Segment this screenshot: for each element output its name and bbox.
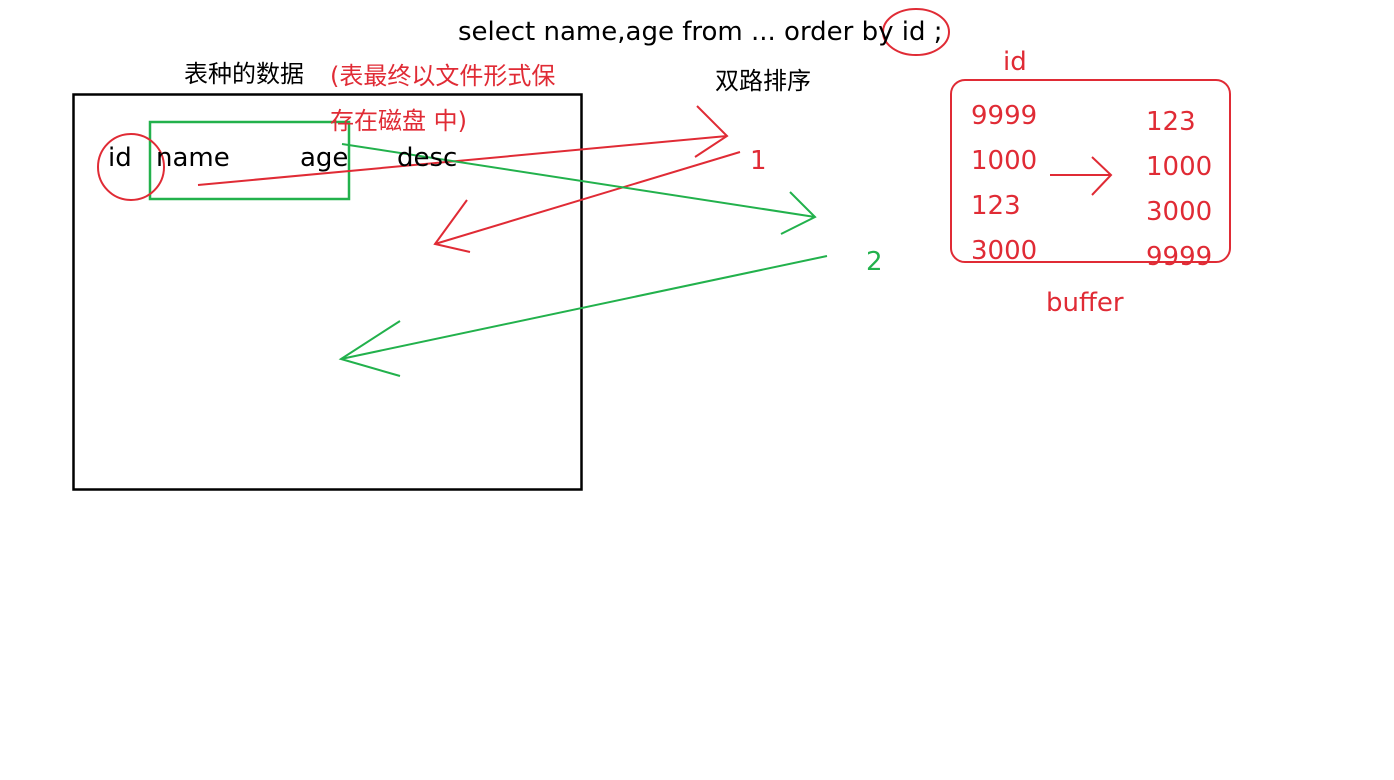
- id-column-circle: [97, 133, 165, 201]
- selected-columns-box: [148, 120, 351, 201]
- table-note-line-1: (表最终以文件形式保: [330, 62, 556, 90]
- buffer-unsorted-value: 3000: [971, 236, 1038, 266]
- buffer-sorted-value: 3000: [1146, 197, 1213, 227]
- buffer-sorted-value: 9999: [1146, 242, 1213, 272]
- column-age: age: [300, 143, 349, 173]
- pass-2-return-arrow: [338, 255, 828, 377]
- buffer-unsorted-value: 123: [971, 191, 1021, 221]
- buffer-box: [950, 79, 1231, 263]
- pass-1-label: 1: [750, 146, 767, 176]
- pass-1-return-arrow: [433, 151, 741, 253]
- buffer-unsorted-value: 9999: [971, 101, 1038, 131]
- buffer-sort-arrow: [1050, 156, 1113, 196]
- query-id-circle: [882, 8, 950, 56]
- table-note-line-2: 存在磁盘 中): [330, 107, 467, 135]
- table-box: [72, 93, 583, 491]
- column-desc: desc: [397, 143, 458, 173]
- column-name: name: [156, 143, 230, 173]
- pass-1-forward-arrow: [197, 105, 729, 186]
- buffer-sorted-value: 1000: [1146, 152, 1213, 182]
- sql-query: select name,age from ... order by id ;: [458, 17, 943, 47]
- buffer-header: id: [1003, 47, 1027, 77]
- table-title: 表种的数据: [184, 60, 304, 88]
- buffer-unsorted-value: 1000: [971, 146, 1038, 176]
- pass-2-label: 2: [866, 247, 883, 277]
- column-id: id: [108, 143, 132, 173]
- pass-2-forward-arrow: [341, 143, 817, 235]
- sort-method-label: 双路排序: [715, 67, 811, 95]
- buffer-label: buffer: [1046, 288, 1124, 318]
- buffer-sorted-value: 123: [1146, 107, 1196, 137]
